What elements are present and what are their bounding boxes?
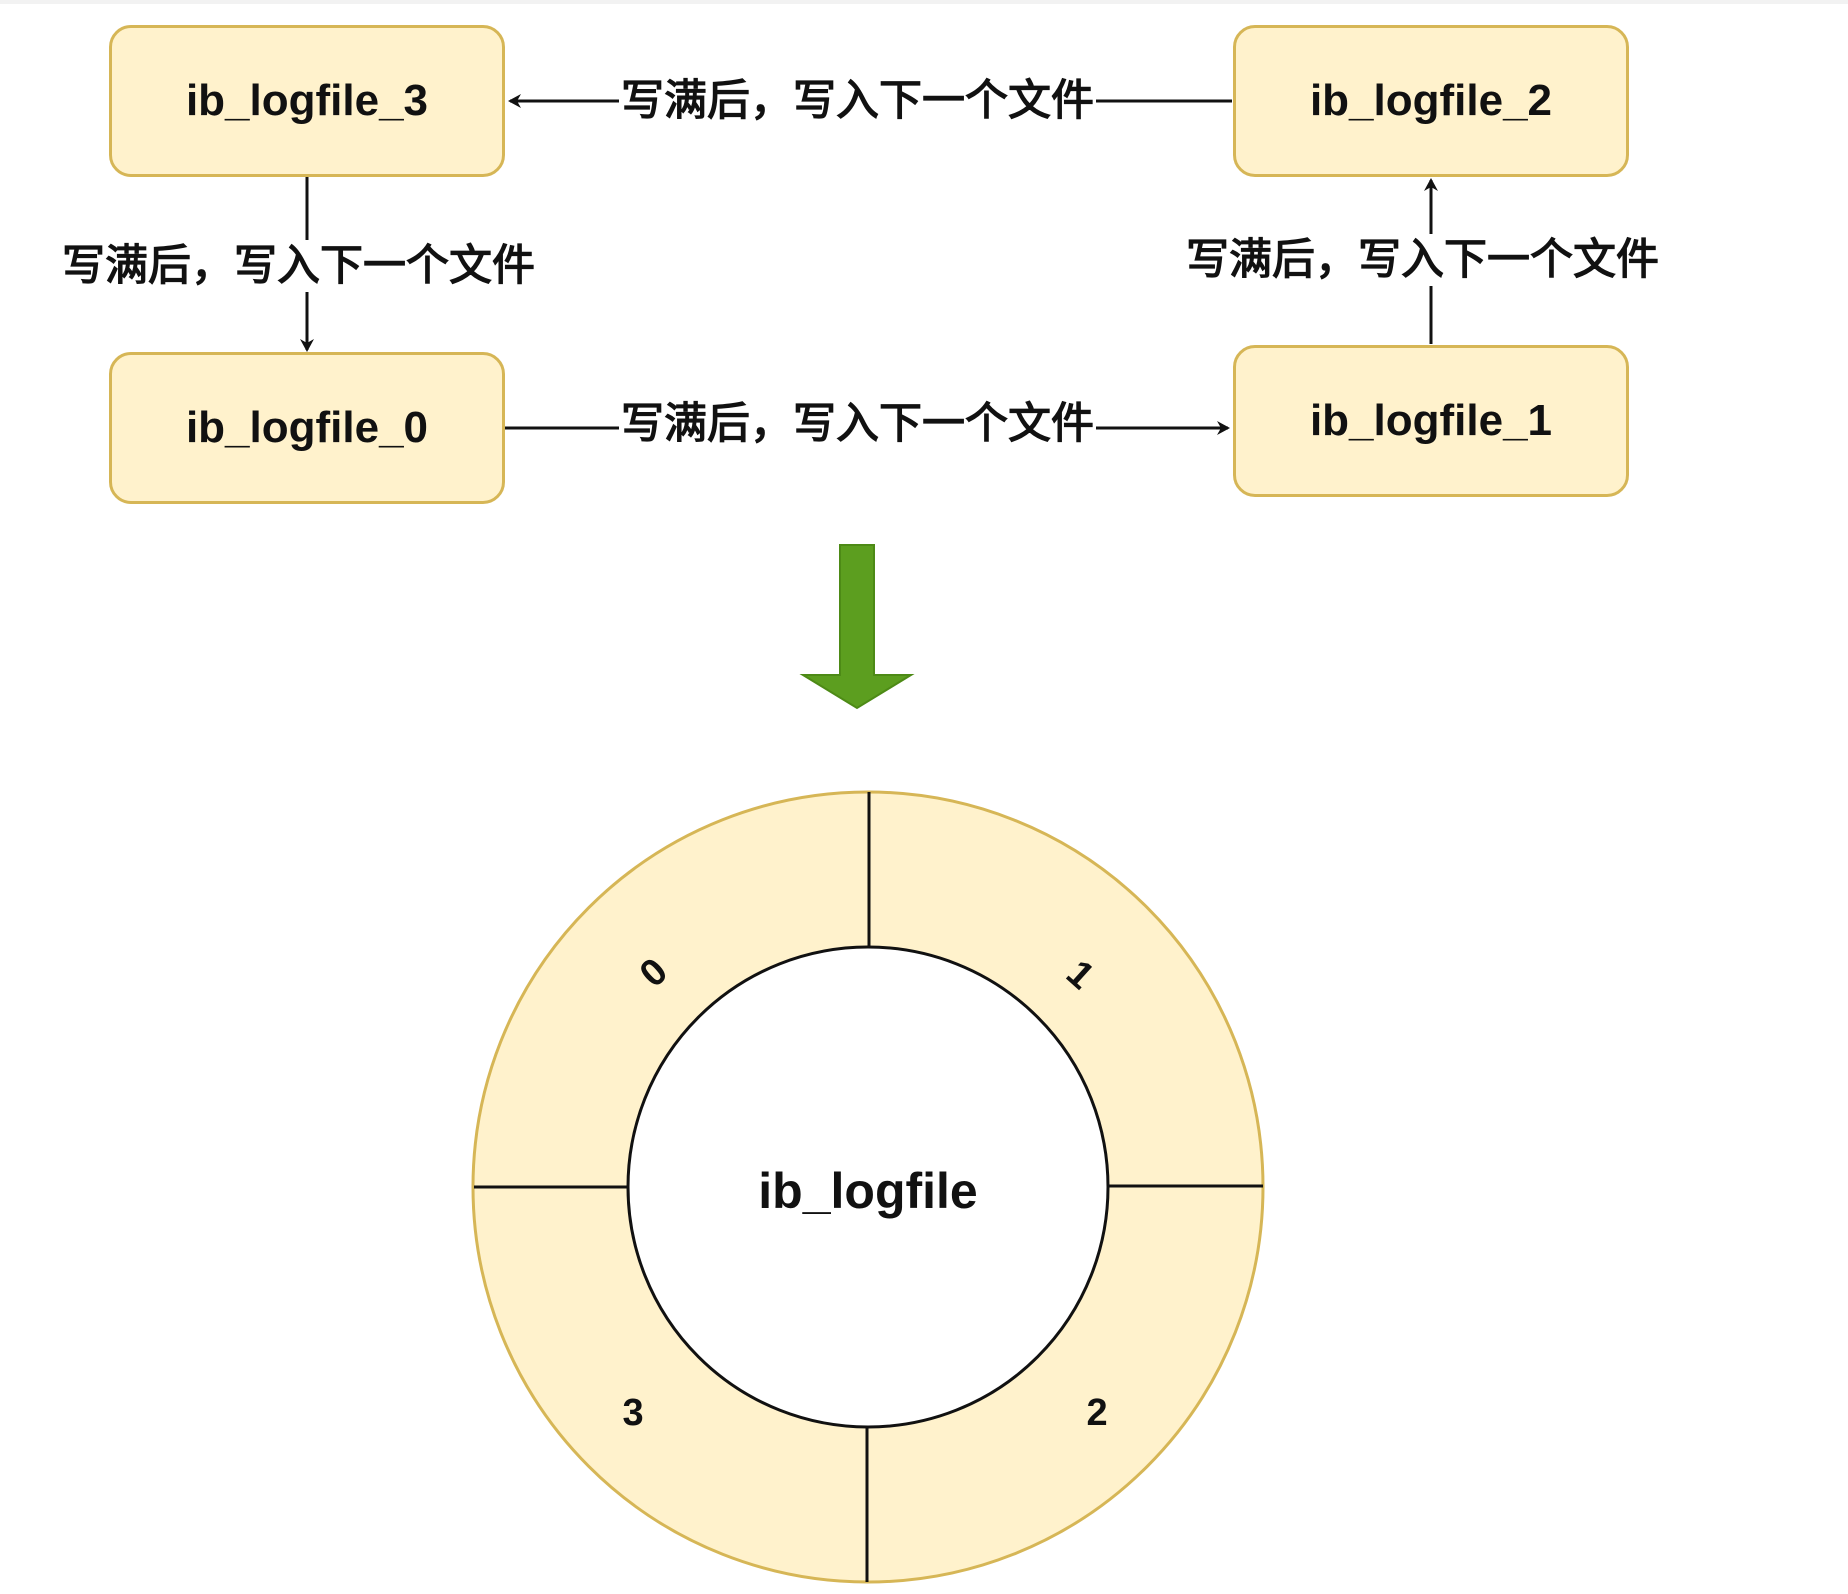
node-ib-logfile-0: ib_logfile_0	[109, 352, 505, 504]
ring-center-label: ib_logfile	[758, 1163, 977, 1219]
edge-label-file3-to-file0: 写满后，写入下一个文件	[60, 240, 537, 292]
logfile-ring: 0 1 2 3 ib_logfile	[471, 790, 1265, 1584]
edge-label-file1-to-file2: 写满后，写入下一个文件	[1184, 234, 1661, 286]
node-ib-logfile-2: ib_logfile_2	[1233, 25, 1629, 177]
edge-label-file0-to-file1: 写满后，写入下一个文件	[619, 398, 1096, 450]
ring-segment-2: 2	[1086, 1392, 1107, 1434]
node-label: ib_logfile_2	[1309, 76, 1553, 125]
node-ib-logfile-3: ib_logfile_3	[109, 25, 505, 177]
top-divider	[0, 0, 1848, 4]
ring-segment-3: 3	[622, 1392, 643, 1434]
edge-label-file2-to-file3: 写满后，写入下一个文件	[619, 75, 1096, 127]
node-ib-logfile-1: ib_logfile_1	[1233, 345, 1629, 497]
node-label: ib_logfile_3	[185, 76, 429, 125]
node-label: ib_logfile_1	[1309, 396, 1553, 445]
ring-inner	[626, 945, 1110, 1429]
node-label: ib_logfile_0	[185, 403, 429, 452]
transform-arrow	[799, 544, 915, 710]
